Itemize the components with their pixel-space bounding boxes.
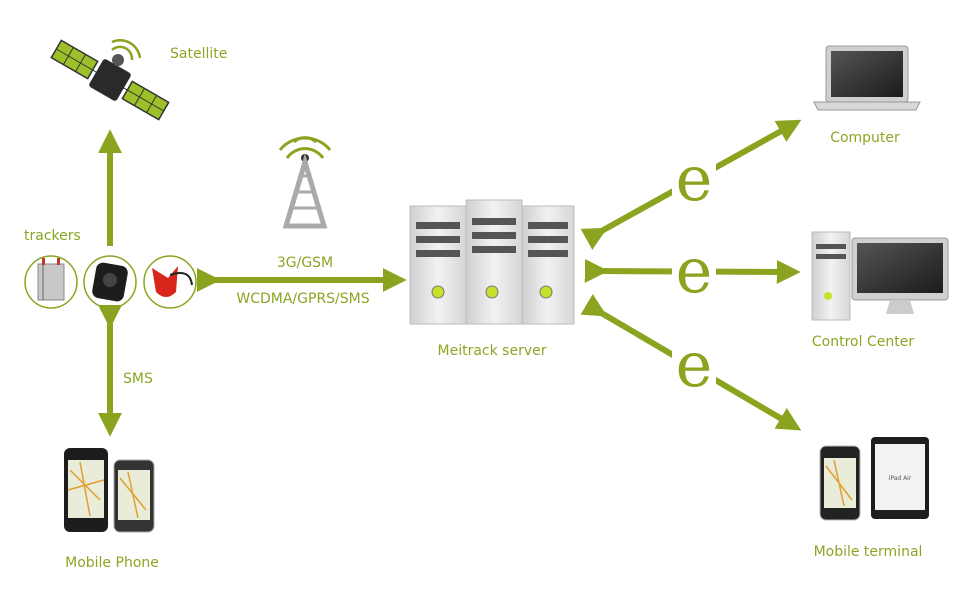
mobile-terminal-label: Mobile terminal — [814, 544, 923, 560]
tracker-vehicle-icon — [24, 255, 78, 309]
computer-label: Computer — [830, 130, 900, 146]
laptop-icon — [813, 45, 921, 111]
svg-text:e: e — [676, 234, 713, 307]
mobile-phone-label: Mobile Phone — [65, 555, 159, 571]
cell-tower-icon — [278, 136, 332, 229]
internet-e-icon-top: e — [672, 142, 716, 215]
control-center-label: Control Center — [812, 334, 914, 350]
tracker-personal-icon — [83, 255, 137, 309]
sms-label: SMS — [123, 371, 153, 387]
trackers-label: trackers — [24, 228, 81, 244]
desktop-computer-icon — [811, 231, 949, 321]
network-wcdma-label: WCDMA/GPRS/SMS — [236, 291, 369, 307]
internet-e-icon-bottom: e — [672, 328, 716, 401]
mobile-phone-icon — [64, 448, 155, 533]
satellite-icon — [50, 39, 170, 121]
internet-e-icon-middle: e — [672, 234, 716, 307]
server-label: Meitrack server — [438, 343, 547, 359]
svg-text:e: e — [676, 142, 713, 215]
server-icon — [409, 199, 575, 325]
satellite-label: Satellite — [170, 46, 227, 62]
svg-text:e: e — [676, 328, 713, 401]
network-3g-label: 3G/GSM — [277, 255, 333, 271]
tracker-red-icon — [143, 255, 197, 309]
mobile-terminal-icon: iPad Air — [819, 437, 929, 521]
tablet-screen-text: iPad Air — [889, 475, 912, 482]
